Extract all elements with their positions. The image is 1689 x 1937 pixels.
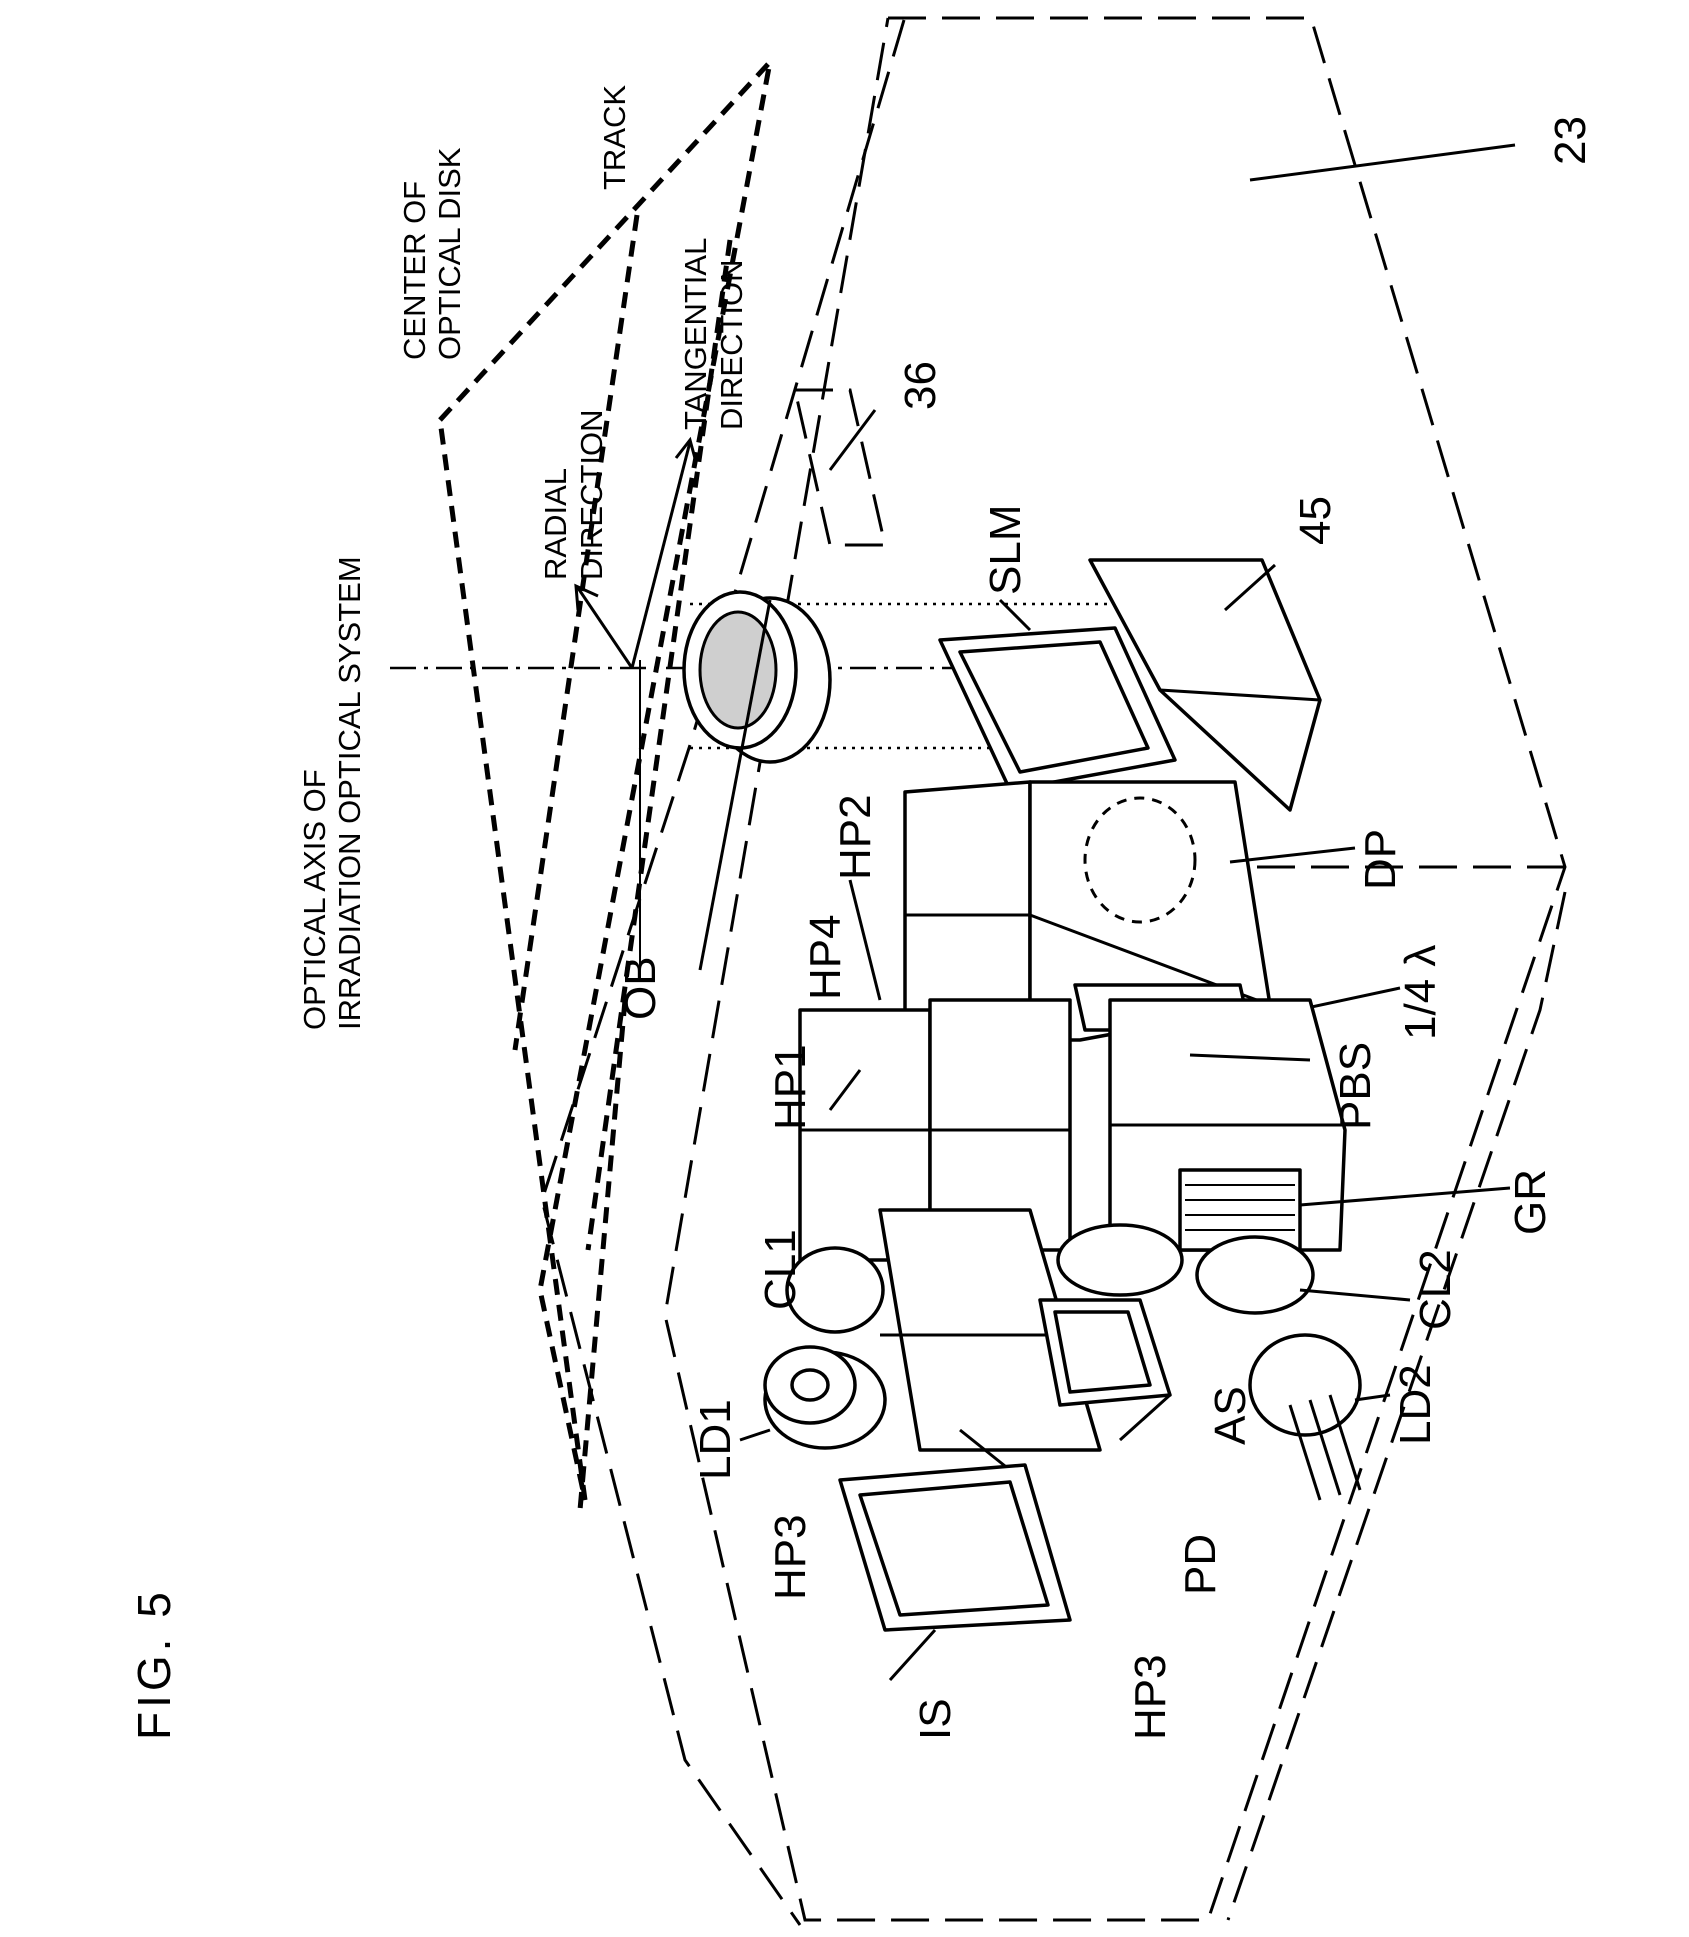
label-quarter-wave: 1/4 λ: [1396, 945, 1445, 1040]
label-center-disk-2: OPTICAL DISK: [432, 147, 467, 360]
label-cl2: CL2: [1411, 1249, 1460, 1330]
leader-lines: [828, 143, 1516, 1111]
label-45: 45: [1291, 496, 1340, 545]
label-radial-1: RADIAL: [538, 468, 573, 580]
label-hp4: HP4: [801, 914, 850, 1000]
direction-arrows: [574, 436, 698, 669]
label-is: IS: [911, 1698, 960, 1740]
laser-diode-ld2: [1248, 1333, 1391, 1501]
label-optical-axis-2: IRRADIATION OPTICAL SYSTEM: [332, 556, 367, 1030]
label-as: AS: [1206, 1386, 1255, 1445]
laser-diode-ld1: [739, 1345, 887, 1450]
label-36: 36: [896, 361, 945, 410]
label-ld1: LD1: [691, 1399, 740, 1480]
label-pd: PD: [1176, 1534, 1225, 1595]
label-ld2: LD2: [1391, 1364, 1440, 1445]
hp3-pd-block: [878, 1208, 1172, 1472]
label-ob: OB: [616, 956, 665, 1020]
element-36: [698, 388, 887, 971]
label-radial-2: DIRECTION: [574, 410, 609, 581]
label-tangential-2: DIRECTION: [714, 260, 749, 431]
label-cl1: CL1: [756, 1229, 805, 1310]
label-optical-axis-1: OPTICAL AXIS OF: [297, 769, 332, 1030]
label-gr: GR: [1506, 1169, 1555, 1235]
label-track: TRACK: [597, 85, 632, 190]
figure-title: FIG. 5: [128, 1588, 180, 1740]
label-hp1: HP1: [766, 1044, 815, 1130]
grating-gr: [1178, 1168, 1511, 1252]
label-dp: DP: [1356, 829, 1405, 890]
label-tangential-1: TANGENTIAL: [678, 238, 713, 430]
label-hp3-left: HP3: [766, 1514, 815, 1600]
optical-disk-plane: [437, 53, 775, 1511]
label-center-disk-1: CENTER OF: [397, 181, 432, 360]
label-slm: SLM: [981, 505, 1030, 595]
objective-lens-ob: [682, 590, 832, 764]
label-23: 23: [1546, 116, 1595, 165]
image-sensor-is: [838, 1463, 1072, 1682]
housing-23-outline: [540, 16, 1567, 1926]
label-pbs: PBS: [1331, 1042, 1380, 1130]
prism-45: [1088, 558, 1322, 812]
label-hp2: HP2: [831, 794, 880, 880]
lenses: [785, 1223, 1411, 1334]
label-hp3-bottom: HP3: [1126, 1654, 1175, 1740]
slm-element: [938, 598, 1177, 792]
